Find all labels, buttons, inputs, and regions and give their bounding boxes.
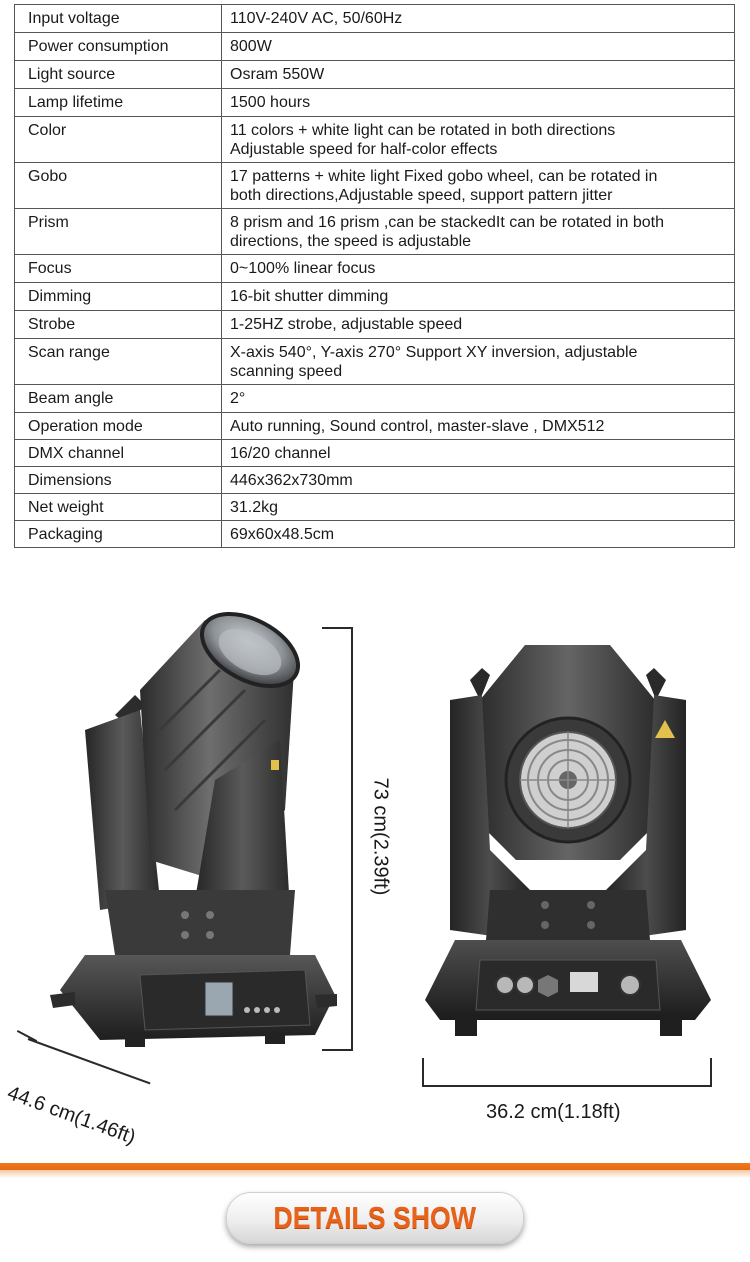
spec-row: Dimming 16-bit shutter dimming: [14, 282, 735, 311]
spec-value-line: scanning speed: [230, 363, 343, 380]
spec-value: X-axis 540°, Y-axis 270° Support XY inve…: [221, 338, 735, 385]
spec-value: 17 patterns + white light Fixed gobo whe…: [221, 162, 735, 209]
spec-label: Prism: [14, 208, 222, 255]
spec-label: Dimming: [14, 282, 222, 311]
spec-label: Color: [14, 116, 222, 163]
spec-value-line: 8 prism and 16 prism ,can be stackedIt c…: [230, 214, 665, 231]
spec-label: Lamp lifetime: [14, 88, 222, 117]
depth-dimension-label: 44.6 cm(1.46ft): [4, 1082, 139, 1149]
spec-value: 16/20 channel: [221, 439, 735, 467]
spec-label: Beam angle: [14, 384, 222, 413]
spec-value-line: directions, the speed is adjustable: [230, 233, 472, 250]
spec-value: 1500 hours: [221, 88, 735, 117]
spec-label: Light source: [14, 60, 222, 89]
height-dimension-line: [351, 627, 353, 1051]
details-show-button[interactable]: DETAILS SHOW: [226, 1192, 524, 1244]
spec-value: 69x60x48.5cm: [221, 520, 735, 548]
height-dimension-tick-top: [322, 627, 353, 629]
spec-label: Net weight: [14, 493, 222, 521]
spec-value: Osram 550W: [221, 60, 735, 89]
spec-row: Focus 0~100% linear focus: [14, 254, 735, 283]
spec-row: Power consumption 800W: [14, 32, 735, 61]
spec-label: Gobo: [14, 162, 222, 209]
height-dimension-tick-bottom: [322, 1049, 353, 1051]
spec-value: 0~100% linear focus: [221, 254, 735, 283]
width-dimension-tick-right: [710, 1058, 712, 1087]
spec-label: Dimensions: [14, 466, 222, 494]
spec-row: Color 11 colors + white light can be rot…: [14, 116, 735, 163]
details-show-label: DETAILS SHOW: [273, 1200, 477, 1235]
spec-label: DMX channel: [14, 439, 222, 467]
spec-label: Packaging: [14, 520, 222, 548]
spec-value: Auto running, Sound control, master-slav…: [221, 412, 735, 440]
width-dimension-tick-left: [422, 1058, 424, 1087]
spec-label: Operation mode: [14, 412, 222, 440]
orange-divider: [0, 1163, 750, 1170]
spec-value: 2°: [221, 384, 735, 413]
spec-label: Strobe: [14, 310, 222, 339]
spec-value: 11 colors + white light can be rotated i…: [221, 116, 735, 163]
width-dimension-line: [422, 1085, 712, 1087]
width-dimension-label: 36.2 cm(1.18ft): [486, 1101, 621, 1123]
spec-row: Strobe 1-25HZ strobe, adjustable speed: [14, 310, 735, 339]
spec-value: 1-25HZ strobe, adjustable speed: [221, 310, 735, 339]
moving-head-front-view: [425, 645, 711, 1036]
spec-value-line: Adjustable speed for half-color effects: [230, 141, 498, 158]
spec-row: Net weight 31.2kg: [14, 493, 735, 521]
spec-row: Packaging 69x60x48.5cm: [14, 520, 735, 548]
spec-row: Operation mode Auto running, Sound contr…: [14, 412, 735, 440]
height-dimension-label: 73 cm(2.39ft): [369, 777, 392, 896]
spec-value-line: both directions,Adjustable speed, suppor…: [230, 187, 613, 204]
spec-row: Input voltage 110V-240V AC, 50/60Hz: [14, 4, 735, 33]
spec-value-line: 17 patterns + white light Fixed gobo whe…: [230, 168, 658, 185]
spec-row: DMX channel 16/20 channel: [14, 439, 735, 467]
spec-value: 16-bit shutter dimming: [221, 282, 735, 311]
spec-row: Prism 8 prism and 16 prism ,can be stack…: [14, 208, 735, 255]
spec-value: 800W: [221, 32, 735, 61]
moving-head-side-view: [50, 611, 337, 1047]
spec-label: Input voltage: [14, 4, 222, 33]
spec-table: Input voltage 110V-240V AC, 50/60Hz Powe…: [14, 4, 735, 548]
spec-label: Power consumption: [14, 32, 222, 61]
spec-value: 110V-240V AC, 50/60Hz: [221, 4, 735, 33]
spec-row: Beam angle 2°: [14, 384, 735, 413]
spec-row: Gobo 17 patterns + white light Fixed gob…: [14, 162, 735, 209]
spec-row: Dimensions 446x362x730mm: [14, 466, 735, 494]
orange-divider-fade: [0, 1170, 750, 1178]
spec-value: 31.2kg: [221, 493, 735, 521]
spec-row: Scan range X-axis 540°, Y-axis 270° Supp…: [14, 338, 735, 385]
depth-dimension-tick-left: [16, 1029, 38, 1043]
spec-row: Light source Osram 550W: [14, 60, 735, 89]
spec-value-line: 11 colors + white light can be rotated i…: [230, 122, 616, 139]
spec-label: Focus: [14, 254, 222, 283]
spec-value: 446x362x730mm: [221, 466, 735, 494]
spec-value: 8 prism and 16 prism ,can be stackedIt c…: [221, 208, 735, 255]
spec-label: Scan range: [14, 338, 222, 385]
spec-value-line: X-axis 540°, Y-axis 270° Support XY inve…: [230, 344, 638, 361]
spec-row: Lamp lifetime 1500 hours: [14, 88, 735, 117]
